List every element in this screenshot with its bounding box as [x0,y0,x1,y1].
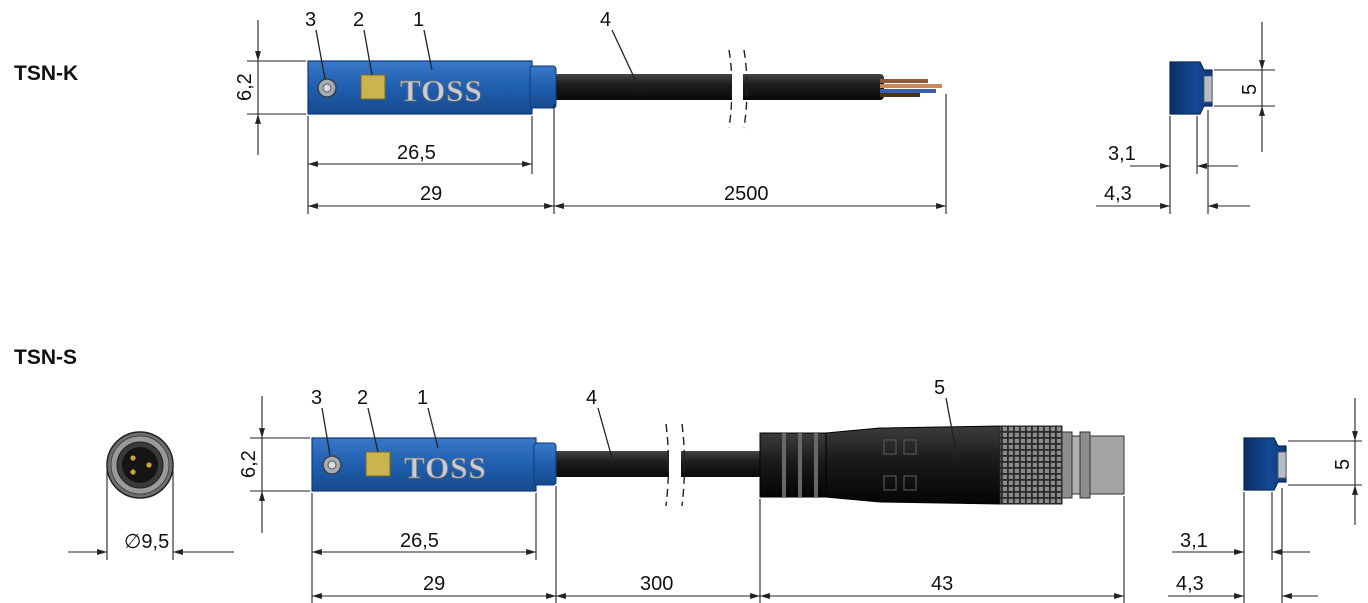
tsn-s-dim-height: 6,2 [238,450,260,478]
tsn-s-dim-body-length: 26,5 [400,530,439,552]
tsn-k-callout-4: 4 [600,9,611,31]
tsn-s-callout-5: 5 [934,377,945,399]
tsn-k-wire-ends [880,79,942,97]
tsn-s-dim-side-total: 4,3 [1176,573,1204,595]
tsn-s-break-mark [665,423,686,507]
tsn-k-dim-side-total: 4,3 [1104,183,1132,205]
tsn-k-cable-gland [529,65,557,109]
tsn-s-logo-text: TOSS [404,450,487,485]
tsn-k-callouts [315,29,641,91]
tsn-s-dim-connector-length: 43 [931,573,953,595]
tsn-s-dim-cable-length: 300 [640,573,673,595]
tsn-k-side-view [1169,61,1213,115]
tsn-s-m8-connector [759,425,1125,505]
tsn-s-dim-diameter: ∅9,5 [124,531,169,553]
tsn-s-dim-total-length: 29 [423,573,445,595]
tsn-s-callout-1: 1 [417,387,428,409]
tsn-k-cable [554,74,884,100]
tsn-s-sensor-body [311,437,537,492]
tsn-s-front-view: TOSS [311,423,1125,507]
tsn-s-dimension-lines [250,396,1125,603]
tsn-k-front-view: TOSS [307,49,942,129]
title-tsn-k: TSN-K [14,62,79,85]
tsn-s-cable [554,451,766,477]
tsn-k-break-mark [728,49,748,129]
tsn-s-led [365,451,391,477]
tsn-k-callout-1: 1 [413,9,424,31]
tsn-k-sensor-body [307,60,533,115]
tsn-s-dim-side-height: 5 [1332,459,1354,470]
tsn-k-side-dimension-lines [1096,22,1275,214]
tsn-k-dim-body-length: 26,5 [397,142,436,164]
title-tsn-s: TSN-S [14,346,77,369]
tsn-s-cable-gland [533,442,557,486]
tsn-s-side-dimension-lines [1168,398,1362,603]
tsn-k-dim-side-height: 5 [1239,84,1261,95]
tsn-s-connector-face [106,431,174,499]
tsn-k-dim-cable-length: 2500 [724,183,769,205]
tsn-k-dim-side-width: 3,1 [1108,143,1136,165]
tsn-k-dim-total-length: 29 [420,183,442,205]
tsn-s-callout-3: 3 [311,387,322,409]
tsn-k-callout-2: 2 [353,9,364,31]
tsn-k-led [360,74,386,100]
tsn-k-dim-height: 6,2 [234,73,256,101]
tsn-k-dimension-lines [247,20,947,214]
tsn-k-logo-text: TOSS [400,73,483,108]
tsn-k-callout-3: 3 [305,9,316,31]
tsn-s-callout-4: 4 [586,387,597,409]
tsn-s-dim-side-width: 3,1 [1180,530,1208,552]
tsn-s-callouts [321,397,959,463]
tsn-s-diameter-dimension-lines [68,470,234,560]
tsn-s-callout-2: 2 [357,387,368,409]
tsn-s-knurled-nut [999,425,1063,505]
tsn-s-side-view [1243,437,1287,491]
